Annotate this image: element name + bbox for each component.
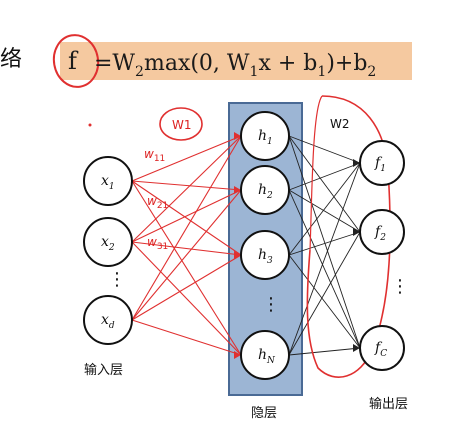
output-ellipsis: ⋮ bbox=[391, 276, 409, 297]
f-circle-annotation bbox=[52, 34, 100, 88]
arrowhead-hidden2 bbox=[234, 251, 241, 259]
arrowhead-hidden3 bbox=[234, 351, 241, 359]
input-node-0-label: x1 bbox=[101, 173, 115, 192]
input-node-0 bbox=[83, 156, 133, 206]
hidden-node-0-label: h1 bbox=[258, 128, 273, 147]
hidden-node-1 bbox=[240, 165, 290, 215]
arrowhead-output2 bbox=[353, 344, 360, 352]
edge-input1-hidden0 bbox=[131, 135, 242, 243]
input-node-2 bbox=[83, 295, 133, 345]
edge-input0-hidden3 bbox=[131, 180, 242, 356]
hidden-node-2-label: h3 bbox=[258, 247, 273, 266]
hidden-node-3 bbox=[240, 330, 290, 380]
edge-hidden1-output0 bbox=[288, 162, 361, 191]
arrowhead-hidden0 bbox=[234, 132, 241, 140]
hidden-node-1-label: h2 bbox=[258, 182, 273, 201]
edge-input0-hidden1 bbox=[131, 180, 242, 191]
arrowhead-hidden1 bbox=[234, 186, 241, 194]
formula-highlight bbox=[60, 42, 412, 80]
hidden-node-0 bbox=[240, 111, 290, 161]
input-layer-label: 输入层 bbox=[84, 362, 123, 378]
edge-hidden1-output2 bbox=[288, 189, 361, 349]
edge-input0-hidden0 bbox=[131, 135, 242, 182]
arrowhead-output0 bbox=[353, 159, 360, 167]
edge-hidden3-output1 bbox=[288, 231, 361, 356]
output-node-0-label: f1 bbox=[374, 155, 386, 174]
weight-label-w31: w31 bbox=[147, 235, 168, 252]
edge-hidden2-output2 bbox=[288, 254, 361, 349]
edge-input0-hidden2 bbox=[131, 180, 242, 256]
edge-hidden0-output2 bbox=[288, 135, 361, 349]
hidden-ellipsis: ⋮ bbox=[262, 294, 280, 315]
w1-label: W1 bbox=[172, 118, 192, 132]
formula-symbol: f bbox=[68, 47, 79, 75]
edge-hidden3-output2 bbox=[288, 347, 361, 356]
heading-fragment: 络 bbox=[0, 47, 22, 72]
edge-hidden0-output1 bbox=[288, 135, 361, 233]
w2-curve-left bbox=[309, 95, 323, 251]
output-layer-label: 输出层 bbox=[369, 396, 408, 412]
edge-input2-hidden3 bbox=[131, 319, 242, 356]
edge-input2-hidden0 bbox=[131, 135, 242, 321]
hidden-layer-label: 隐层 bbox=[251, 406, 277, 421]
edge-hidden1-output1 bbox=[288, 189, 361, 233]
weight-label-w11: w11 bbox=[144, 147, 165, 164]
edge-input1-hidden3 bbox=[131, 241, 242, 356]
output-node-0 bbox=[359, 140, 405, 186]
edge-input2-hidden1 bbox=[131, 189, 242, 321]
edge-hidden3-output0 bbox=[288, 162, 361, 356]
input-node-1-label: x2 bbox=[101, 234, 115, 253]
nodes: x1 x2 xd h1 h2 h3 hN f1 f2 fC bbox=[83, 111, 405, 380]
hidden-node-3-label: hN bbox=[258, 347, 276, 366]
w1-circle-annotation bbox=[159, 107, 203, 141]
edge-hidden2-output0 bbox=[288, 162, 361, 256]
output-node-2-label: fC bbox=[374, 340, 387, 359]
weight-label-w21: w21 bbox=[147, 194, 168, 211]
edge-input2-hidden2 bbox=[131, 254, 242, 321]
connection-lines bbox=[131, 132, 361, 359]
edge-hidden2-output1 bbox=[288, 231, 361, 256]
edge-hidden0-output0 bbox=[288, 135, 361, 164]
edge-input1-hidden1 bbox=[131, 189, 242, 243]
formula: =W2max(0, W1x + b1)+b2 bbox=[94, 51, 376, 80]
input-node-2-label: xd bbox=[101, 312, 115, 331]
output-node-1-label: f2 bbox=[374, 224, 386, 243]
output-node-1 bbox=[359, 209, 405, 255]
input-ellipsis: ⋮ bbox=[108, 269, 126, 290]
arrowhead-output1 bbox=[353, 228, 360, 236]
edge-input1-hidden2 bbox=[131, 241, 242, 256]
annotation-dot bbox=[88, 123, 92, 127]
w2-label: W2 bbox=[330, 117, 350, 131]
input-node-1 bbox=[83, 217, 133, 267]
hidden-node-2 bbox=[240, 230, 290, 280]
output-node-2 bbox=[359, 325, 405, 371]
